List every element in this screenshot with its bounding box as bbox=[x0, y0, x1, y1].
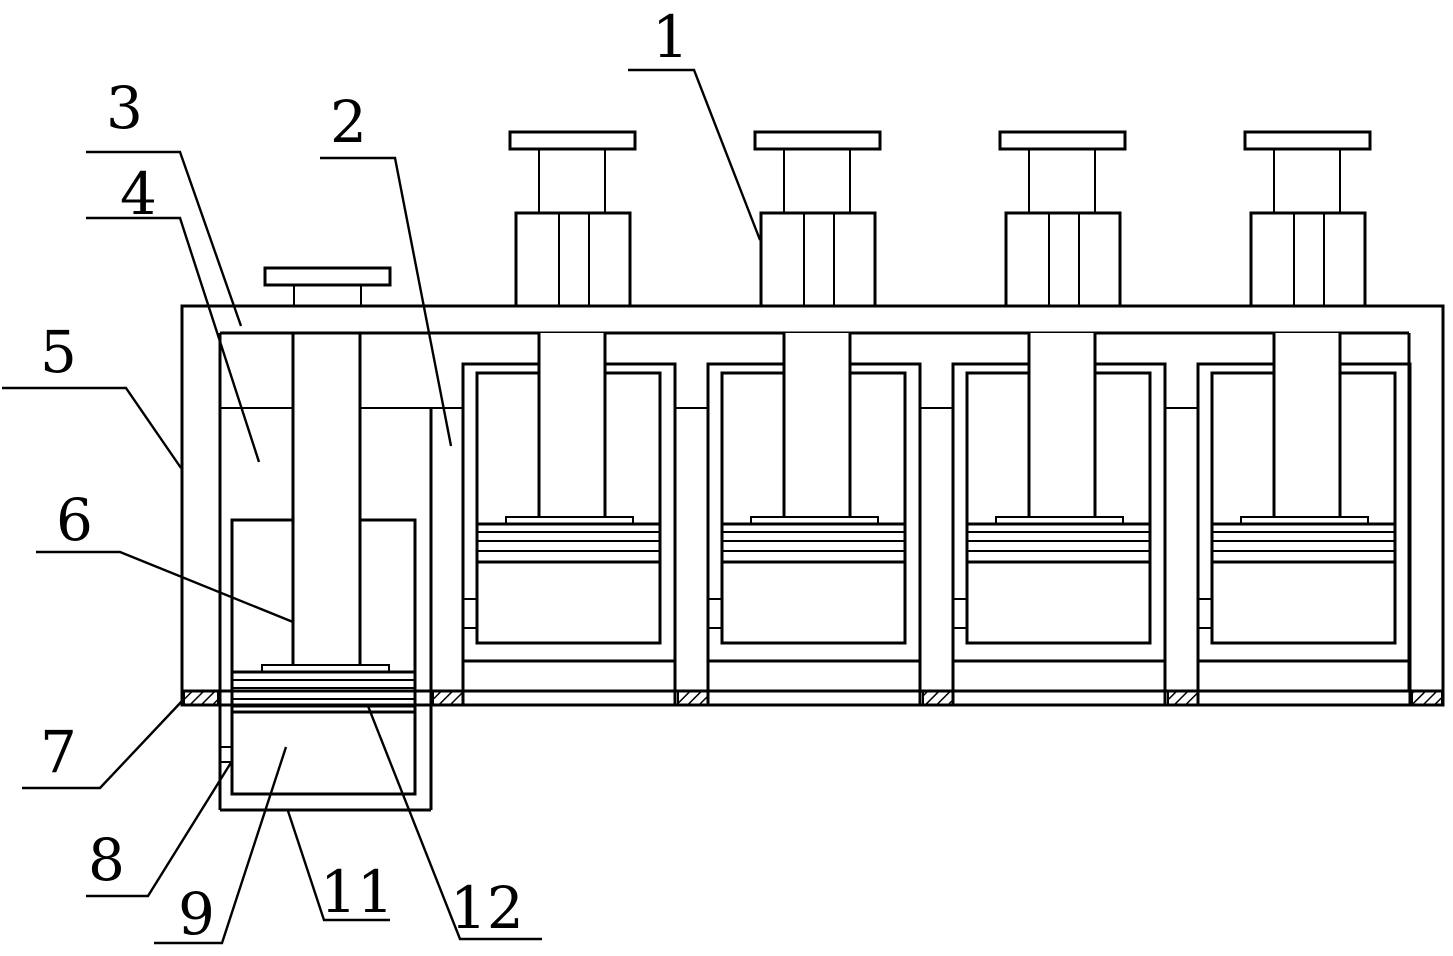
label-7: 7 bbox=[40, 718, 77, 786]
label-2: 2 bbox=[330, 88, 367, 156]
label-11: 11 bbox=[320, 858, 394, 926]
label-4: 4 bbox=[120, 160, 157, 228]
label-3: 3 bbox=[106, 74, 143, 142]
left-lift-assembly bbox=[218, 266, 433, 812]
label-6: 6 bbox=[56, 486, 93, 554]
label-8: 8 bbox=[88, 826, 125, 894]
reference-numerals: 1 2 3 4 5 6 7 8 9 11 12 bbox=[40, 3, 689, 948]
label-1: 1 bbox=[652, 3, 689, 71]
label-5: 5 bbox=[40, 318, 77, 386]
press-unit bbox=[1196, 130, 1412, 705]
press-units bbox=[461, 130, 1412, 705]
press-unit bbox=[951, 130, 1167, 705]
label-9: 9 bbox=[178, 880, 215, 948]
hatched-rails bbox=[183, 690, 1443, 706]
leader-lines bbox=[2, 68, 762, 945]
label-12: 12 bbox=[450, 874, 524, 942]
press-unit bbox=[461, 130, 677, 705]
press-unit bbox=[706, 130, 922, 705]
